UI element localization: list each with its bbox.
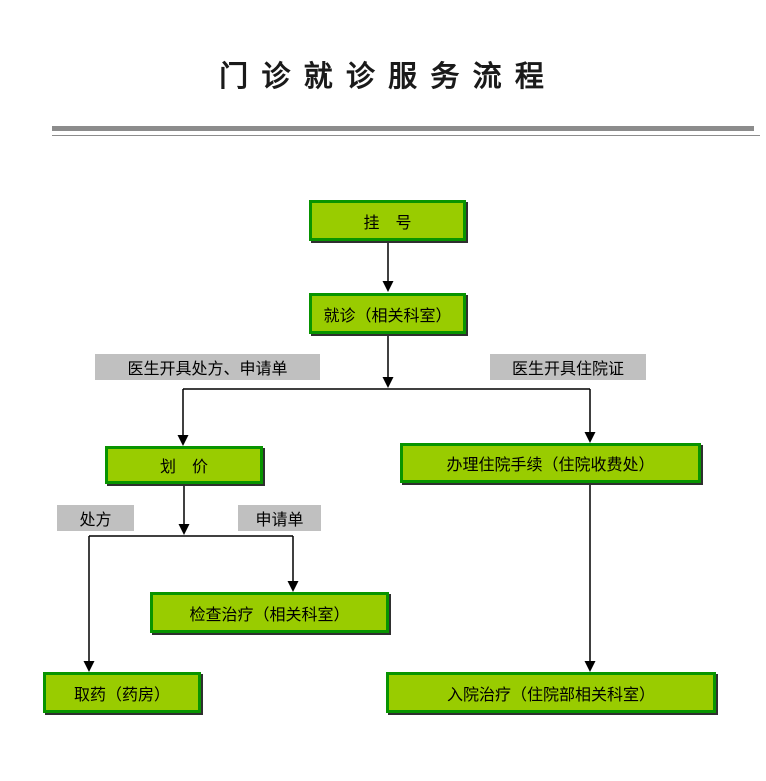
arrowhead-junction2-to-pharmacy (83, 661, 95, 672)
edge-label-doctor-admission: 医生开具住院证 (490, 354, 646, 380)
arrowhead-junction-to-pricing (177, 435, 189, 446)
edge-label-application: 申请单 (238, 505, 321, 531)
arrowhead-admission-to-inpatient (584, 661, 596, 672)
arrowhead-visit-to-junction (382, 377, 394, 388)
flow-node-pricing: 划 价 (105, 446, 263, 484)
flow-node-inpatient: 入院治疗（住院部相关科室） (386, 672, 716, 713)
arrowhead-register-to-visit (382, 281, 394, 292)
edge-label-prescription: 处方 (57, 505, 134, 531)
title-divider-thick (52, 126, 754, 131)
arrowhead-junction2-to-exam (287, 581, 299, 592)
edge-label-doctor-prescription: 医生开具处方、申请单 (95, 354, 320, 380)
flow-node-admission: 办理住院手续（住院收费处） (400, 443, 701, 483)
flow-node-visit: 就诊（相关科室） (309, 293, 466, 334)
flow-node-pharmacy: 取药（药房） (43, 672, 201, 713)
flow-node-exam-treatment: 检查治疗（相关科室） (150, 592, 389, 633)
arrowhead-pricing-to-junction2 (178, 524, 190, 535)
arrowhead-junction-to-admission (584, 432, 596, 443)
title-divider-thin (52, 135, 760, 136)
page-title: 门 诊 就 诊 服 务 流 程 (219, 61, 547, 93)
flow-node-register: 挂 号 (309, 200, 466, 241)
